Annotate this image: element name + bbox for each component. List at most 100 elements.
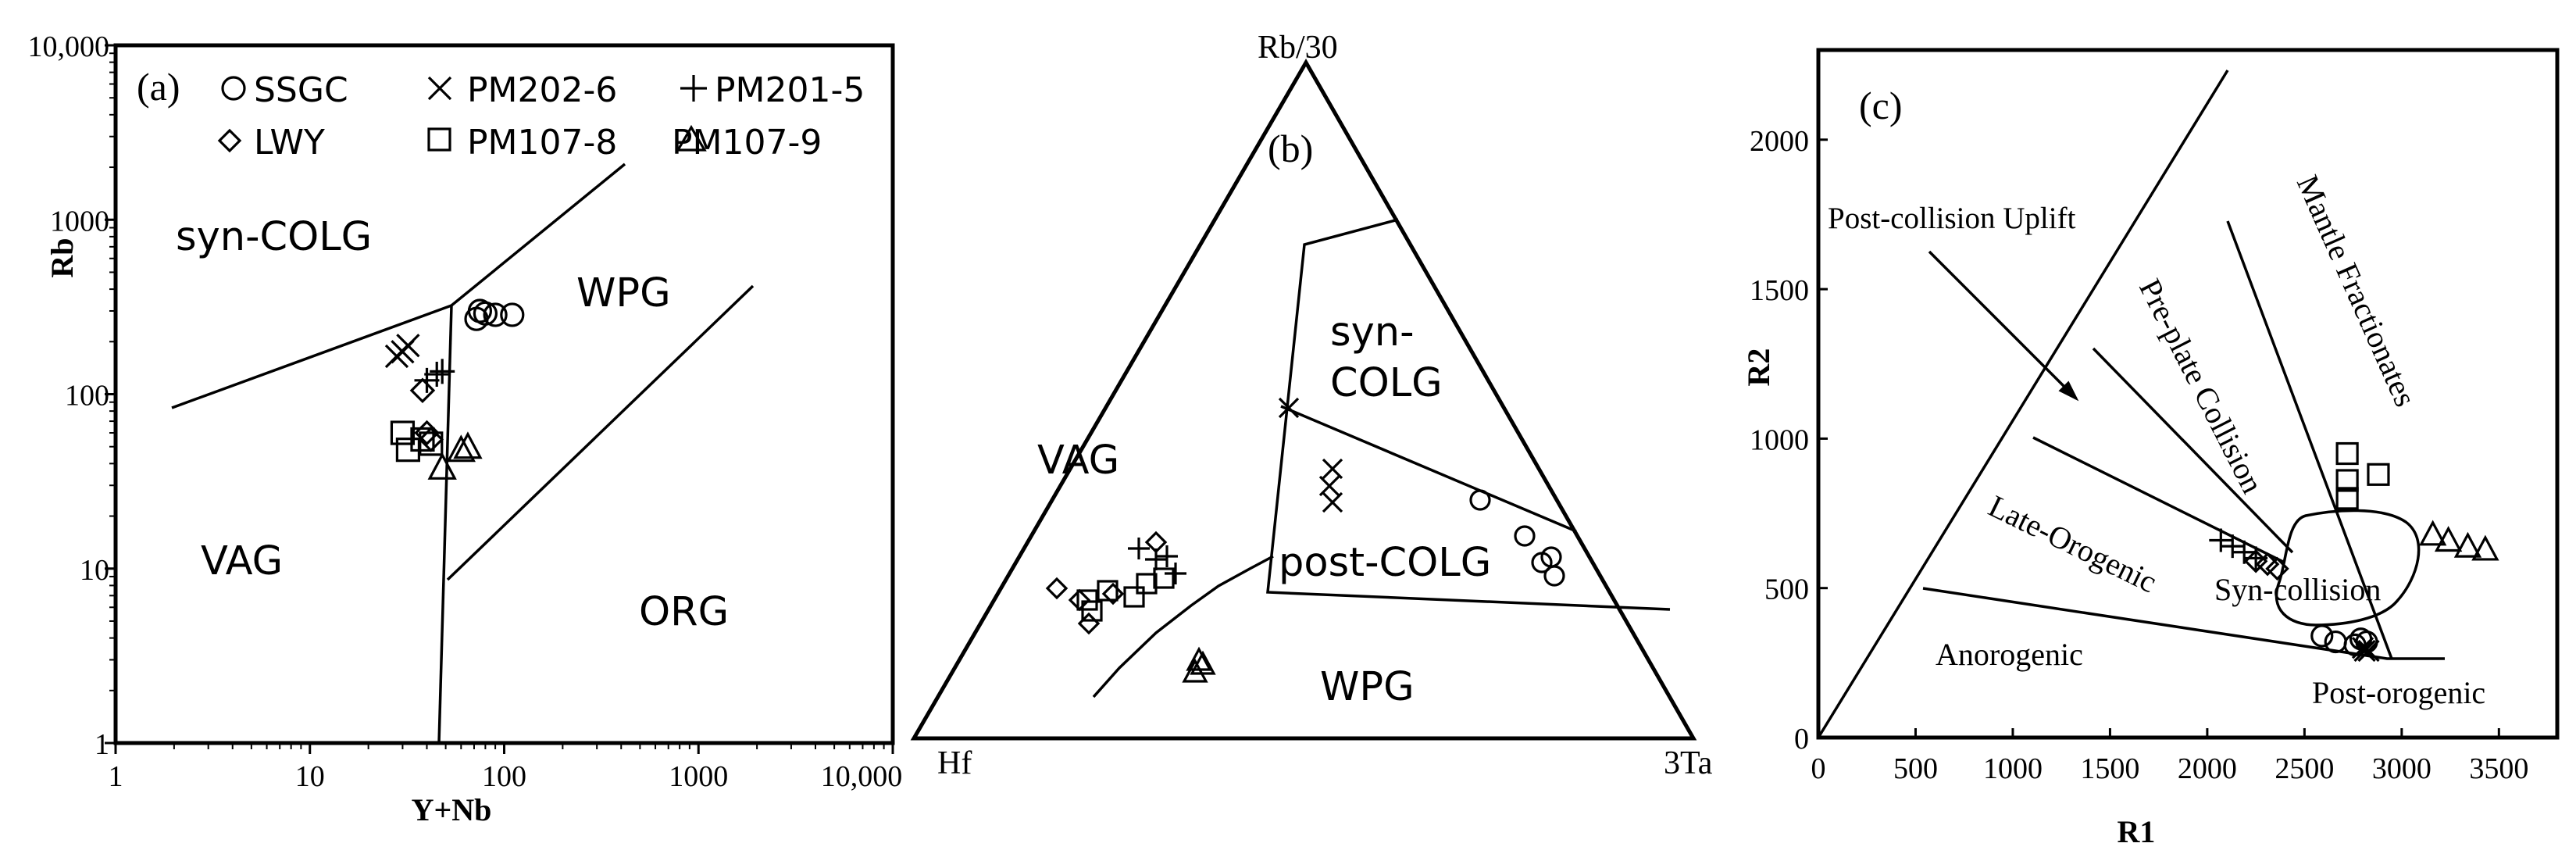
panel-c-field-post-orogenic: Post-orogenic (2312, 675, 2485, 710)
panel-a-x-tick-label: 10 (295, 760, 325, 793)
panel-c-y-tick-label: 1000 (1750, 423, 1809, 456)
legend: SSGC PM202-6 PM201-5 LWY PM107-8 PM107-9 (217, 70, 865, 163)
panel-b-field-labels: syn- COLG VAG post-COLG WPG (1037, 309, 1491, 710)
panel-b-point-pm107-8 (1123, 586, 1145, 608)
panel-b-vertex-top: Rb/30 (1258, 30, 1338, 66)
panel-a-point-pm107-8 (410, 427, 435, 452)
panel-b-point-pm202-6 (1322, 458, 1343, 480)
panel-b-point-pm201-5 (1156, 545, 1178, 567)
legend-triangle-icon (676, 124, 707, 152)
panel-c-boundary-anorogenic (1922, 587, 2445, 660)
panel-c-boundary-outer-left (1817, 70, 2229, 738)
panel-c-y-tick-label: 0 (1794, 723, 1809, 756)
panel-c-boundary-mantle (2226, 220, 2393, 659)
panel-a-y-tick-label: 100 (65, 380, 109, 413)
panel-a-point-pm201-5 (424, 362, 450, 388)
panel-c-point-pm107-8 (2367, 463, 2390, 486)
panel-c-syn-collision-outline (2275, 509, 2421, 627)
panel-a-point-pm107-9 (427, 452, 457, 480)
panel-c-x-tick-label: 3500 (2469, 752, 2528, 785)
legend-item-pm201-5: PM201-5 (680, 70, 865, 110)
panel-c-label: (c) (1859, 84, 1903, 127)
panel-c-field-syn-collision: Syn-collision (2214, 572, 2381, 607)
panel-a-boundary-wpg-org (446, 284, 755, 581)
panel-c-point-pm107-8 (2335, 487, 2359, 510)
panel-c-point-pm202-6 (2357, 639, 2380, 663)
legend-item-pm107-8: PM107-8 (427, 123, 617, 163)
panel-c-point-pm107-9 (2471, 534, 2499, 561)
panel-a-x-tick-label: 100 (482, 760, 526, 793)
legend-label-pm202-6: PM202-6 (467, 70, 617, 110)
panel-b-vertex-right: 3Ta (1664, 745, 1713, 781)
panel-c-point-lwy (2265, 556, 2289, 581)
panel-c-x-tick-label: 1000 (1983, 752, 2043, 785)
panel-b-field-vag: VAG (1037, 438, 1119, 484)
panel-c-field-anorogenic: Anorogenic (1936, 637, 2083, 672)
panel-a-field-syn-colg: syn-COLG (176, 214, 372, 260)
legend-cross-icon (427, 76, 452, 101)
panel-a-point-pm202-6 (391, 340, 415, 364)
panel-c-point-pm107-9 (2453, 531, 2482, 558)
panel-b-field-boundaries (1092, 218, 1671, 698)
panel-c-x-tick-label: 500 (1893, 752, 1938, 785)
panel-b-point-pm202-6 (1318, 475, 1340, 497)
panel-b-data-marks (1045, 397, 1565, 683)
panel-c-field-mantle-fractionates: Mantle Fractionates (2290, 170, 2424, 412)
panel-b-point-pm202-6 (1322, 491, 1343, 513)
panel-b-boundary-syncolg-postcolg (1280, 405, 1577, 533)
panel-b-field-wpg: WPG (1320, 664, 1415, 710)
panel-c-point-pm202-6 (2353, 639, 2376, 663)
panel-b-point-pm107-8 (1153, 567, 1175, 589)
panel-c-x-axis-label: R1 (2118, 814, 2156, 849)
panel-a-x-tick-label: 1 (109, 760, 123, 793)
panel-a-y-tick-label: 10 (80, 554, 109, 587)
panel-b-point-pm107-8 (1081, 600, 1103, 622)
panel-a-point-pm201-5 (414, 367, 440, 393)
panel-a-y-tick-label: 1 (95, 728, 109, 761)
panel-a-point-ssgc (467, 298, 493, 323)
panel-a-point-ssgc (500, 302, 525, 327)
panel-a-x-tick-label: 1000 (669, 760, 728, 793)
panel-a-field-labels: syn-COLG WPG VAG ORG (176, 214, 729, 635)
legend-label-ssgc: SSGC (254, 70, 348, 110)
panel-c-point-pm107-9 (2418, 520, 2447, 546)
panel-c: Post-collision Uplift Pre-plate Collisio… (1741, 48, 2560, 849)
panel-a-data-marks (384, 298, 525, 480)
panel-a: syn-COLG WPG VAG ORG (a) SSGC PM202-6 PM… (28, 30, 903, 827)
legend-label-pm201-5: PM201-5 (715, 70, 865, 110)
panel-c-plot-frame (1816, 48, 2560, 740)
panel-b-point-pm107-9 (1182, 658, 1208, 683)
legend-plus-icon (680, 75, 707, 102)
panel-b-field-post-colg: post-COLG (1279, 540, 1491, 586)
panel-b-point-ssgc (1514, 525, 1536, 547)
panel-b-point-pm201-5 (1128, 538, 1150, 559)
panel-c-arrow-head-icon (2058, 380, 2079, 402)
panel-c-point-pm107-8 (2335, 469, 2359, 492)
panel-c-point-pm201-5 (2221, 534, 2245, 559)
panel-a-boundary-syncolg-vag (171, 163, 626, 409)
panel-a-point-ssgc (483, 302, 508, 327)
panel-c-point-ssgc (2310, 624, 2334, 648)
panel-c-y-tick-label: 2000 (1750, 125, 1809, 158)
panel-b-point-ssgc (1469, 489, 1491, 511)
panel-c-y-tick-label: 500 (1764, 573, 1809, 606)
panel-c-y-tick-label: 1500 (1750, 274, 1809, 307)
panel-b-point-ssgc (1543, 565, 1565, 587)
panel-b-point-pm107-9 (1186, 646, 1212, 671)
panel-b-point-lwy (1045, 577, 1069, 600)
panel-c-point-pm107-9 (2434, 526, 2463, 552)
panel-b-boundary-syncolg-vag-postcolg (1266, 218, 1671, 611)
panel-b: syn- COLG VAG post-COLG WPG Rb/30 Hf 3Ta… (910, 30, 1713, 781)
panel-c-x-tick-label: 1500 (2080, 752, 2139, 785)
panel-a-field-vag: VAG (201, 538, 283, 584)
panel-a-x-tick-label: 10,000 (821, 760, 903, 793)
legend-label-pm107-8: PM107-8 (467, 123, 617, 163)
panel-b-point-pm201-5 (1165, 563, 1186, 584)
panel-c-x-tick-label: 2500 (2275, 752, 2334, 785)
panel-b-point-lwy (1101, 582, 1125, 606)
panel-a-label: (a) (137, 65, 180, 109)
panel-b-vertex-left: Hf (937, 745, 972, 781)
